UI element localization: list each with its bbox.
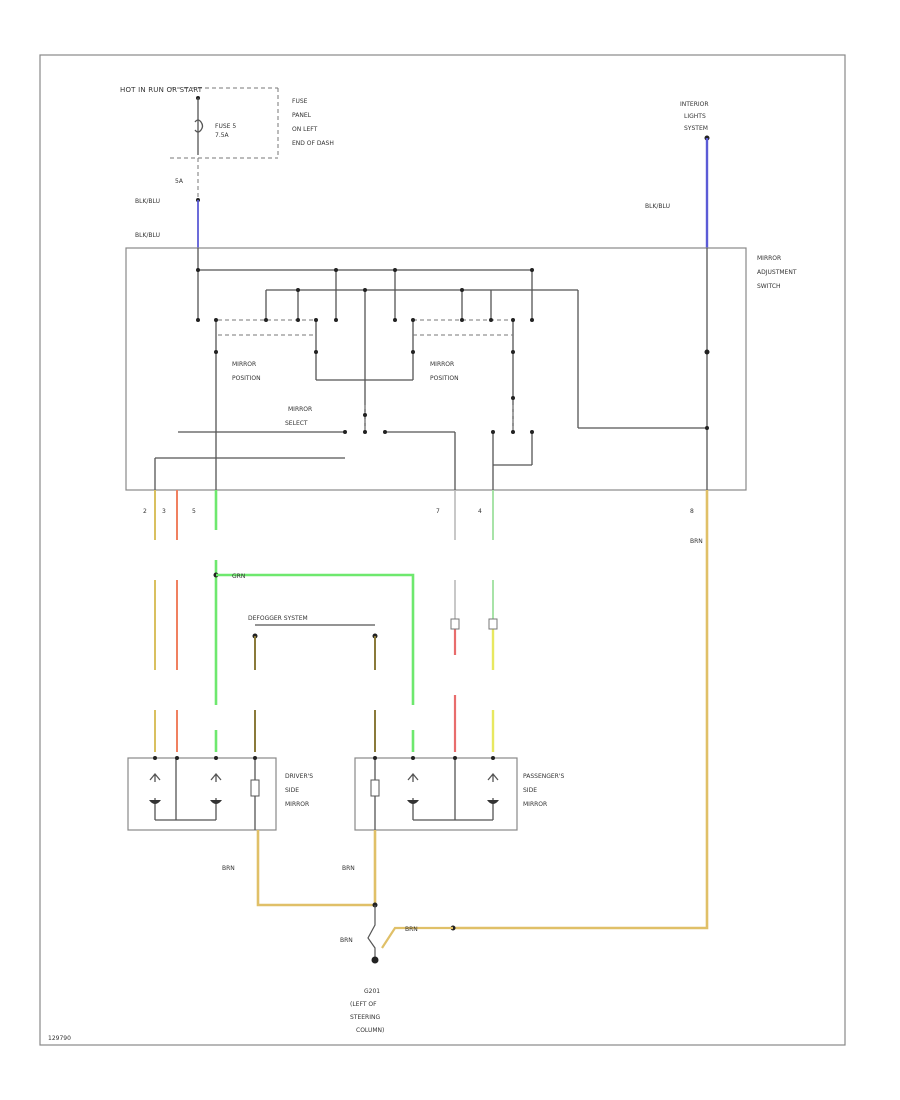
switch-title-line-1: MIRROR xyxy=(757,255,781,262)
driver-mirror-internals xyxy=(149,756,260,830)
mirror-position-right-line-2: POSITION xyxy=(430,375,459,382)
fuse-panel-line-3: ON LEFT xyxy=(292,126,318,133)
switch-title-line-3: SWITCH xyxy=(757,283,781,290)
footer-code: 129790 xyxy=(48,1035,71,1042)
wire-label-brn-ground: BRN xyxy=(340,937,353,944)
outer-frame xyxy=(39,54,846,1046)
ground-location-line-2: STEERING xyxy=(350,1014,380,1021)
driver-mirror-line-1: DRIVER'S xyxy=(285,773,313,780)
wire-label-brn-pin8: BRN xyxy=(690,538,703,545)
switch-title-line-2: ADJUSTMENT xyxy=(757,269,797,276)
wire-label-brn-passenger: BRN xyxy=(342,865,355,872)
mirror-select-line-1: MIRROR xyxy=(288,406,312,413)
mirror-position-left-line-2: POSITION xyxy=(232,375,261,382)
interior-lights-line-2: LIGHTS xyxy=(684,113,706,120)
connector-7 xyxy=(450,618,460,630)
pin-label-2: 2 xyxy=(143,508,147,515)
vertical-wire-labels xyxy=(151,530,497,730)
wire-label-brn-bottom: BRN xyxy=(405,926,418,933)
pin-label-3: 3 xyxy=(162,508,166,515)
defogger-system-label: DEFOGGER SYSTEM xyxy=(248,615,308,622)
ground-drop xyxy=(367,905,376,958)
wire-green-branch xyxy=(216,573,415,752)
fuse-rating: 7.5A xyxy=(215,132,230,139)
switch-internal-wiring xyxy=(154,248,710,490)
fuse-panel-line-4: END OF DASH xyxy=(292,140,334,147)
fuse-symbol xyxy=(194,119,204,133)
wire-label-brn-driver: BRN xyxy=(222,865,235,872)
ground-id: G201 xyxy=(364,988,380,995)
mirror-adjustment-switch-box xyxy=(125,247,747,491)
passenger-side-mirror-box xyxy=(354,757,518,831)
wire-brn-pin8 xyxy=(453,490,709,930)
pin-label-8: 8 xyxy=(690,508,694,515)
pin-label-5: 5 xyxy=(192,508,196,515)
passenger-mirror-line-2: SIDE xyxy=(523,787,537,794)
wire-brn-driver xyxy=(256,830,375,907)
fuse-panel-line-1: FUSE xyxy=(292,98,308,105)
wire-label-grn: GRN xyxy=(232,573,245,580)
fuse-pin-label: 5A xyxy=(175,178,184,185)
ground-location-line-1: (LEFT OF xyxy=(350,1001,377,1008)
pin-label-7: 7 xyxy=(436,508,440,515)
wire-label-blkblu-2: BLK/BLU xyxy=(135,232,160,239)
passenger-mirror-line-3: MIRROR xyxy=(523,801,547,808)
connector-4 xyxy=(488,618,498,630)
fuse-panel-line-2: PANEL xyxy=(292,112,312,119)
fuse-label: FUSE 5 xyxy=(215,123,236,130)
pin-label-4: 4 xyxy=(478,508,482,515)
ground-point-g201 xyxy=(371,956,379,964)
driver-side-mirror-box xyxy=(127,757,277,831)
power-source-label: HOT IN RUN OR START xyxy=(120,86,203,94)
driver-mirror-line-3: MIRROR xyxy=(285,801,309,808)
mirror-position-right-line-1: MIRROR xyxy=(430,361,454,368)
wire-label-blkblu-right: BLK/BLU xyxy=(645,203,670,210)
passenger-mirror-line-1: PASSENGER'S xyxy=(523,773,564,780)
interior-lights-line-1: INTERIOR xyxy=(680,101,709,108)
passenger-mirror-internals xyxy=(370,756,499,830)
mirror-select-line-2: SELECT xyxy=(285,420,308,427)
wire-brn-to-ground xyxy=(381,926,453,949)
interior-lights-line-3: SYSTEM xyxy=(684,125,708,132)
wire-label-blkblu-1: BLK/BLU xyxy=(135,198,160,205)
driver-mirror-line-2: SIDE xyxy=(285,787,299,794)
ground-location-line-3: COLUMN) xyxy=(356,1027,384,1034)
mirror-position-left-line-1: MIRROR xyxy=(232,361,256,368)
